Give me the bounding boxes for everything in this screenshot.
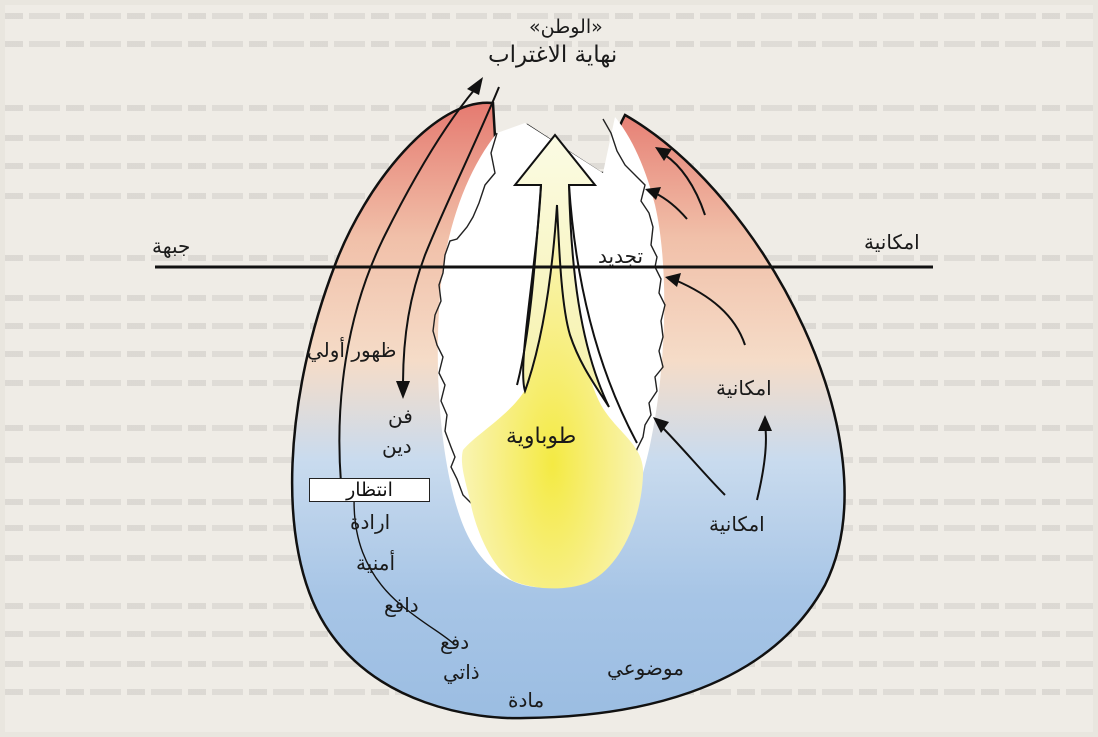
motive-label: دافع [384,595,419,615]
egg-diagram [5,5,1093,732]
art-label: فن [388,406,413,426]
push-label: دفع [440,632,469,652]
possibility-label-lower: امكانية [709,514,765,534]
left-axis-label: جبهة [152,236,190,256]
objective-label: موضوعي [607,658,684,678]
matter-label: مادة [508,690,544,710]
first-appearance-label: ظهور أولي [307,340,396,360]
wish-label: أمنية [356,553,395,573]
religion-label: دين [382,436,412,456]
possibility-label-upper: امكانية [716,378,772,398]
waiting-box: انتظار [309,478,430,502]
utopia-label: طوباوية [506,426,576,448]
top-label-end-of-alienation: نهاية الاغتراب [488,44,617,67]
renewal-label: تجديد [598,246,643,266]
will-label: ارادة [350,512,390,532]
right-axis-label: امكانية [864,232,920,252]
subjective-label: ذاتي [443,662,480,682]
top-label-homeland: «الوطن» [529,18,603,37]
